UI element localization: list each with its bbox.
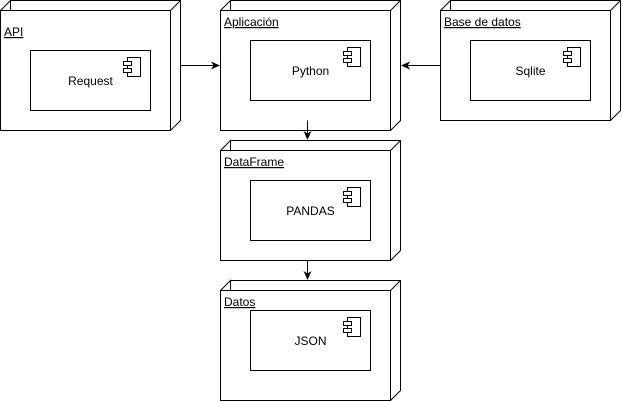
node-datos[interactable]: Datos JSON — [220, 279, 401, 401]
node-dataframe[interactable]: DataFrame PANDAS — [220, 139, 401, 261]
component-json-label: JSON — [294, 334, 326, 348]
node-aplicacion-title: Aplicación — [224, 15, 279, 29]
uml-component-icon — [123, 57, 141, 77]
component-request-label: Request — [68, 74, 113, 88]
node-base-de-datos[interactable]: Base de datos Sqlite — [440, 0, 621, 121]
uml-component-icon — [343, 47, 361, 67]
node-aplicacion[interactable]: Aplicación Python — [220, 0, 401, 131]
component-sqlite[interactable]: Sqlite — [470, 40, 591, 101]
component-python[interactable]: Python — [250, 40, 371, 101]
node-api[interactable]: API Request — [0, 0, 181, 131]
component-sqlite-label: Sqlite — [515, 64, 545, 78]
uml-component-icon — [343, 187, 361, 207]
node-dataframe-title: DataFrame — [224, 155, 284, 169]
node-api-title: API — [4, 25, 23, 39]
node-datos-title: Datos — [224, 295, 255, 309]
component-python-label: Python — [292, 64, 329, 78]
uml-component-icon — [563, 47, 581, 67]
component-request[interactable]: Request — [30, 50, 151, 111]
component-pandas[interactable]: PANDAS — [250, 180, 371, 241]
uml-component-icon — [343, 317, 361, 337]
component-pandas-label: PANDAS — [286, 204, 334, 218]
node-base-de-datos-title: Base de datos — [444, 15, 521, 29]
component-json[interactable]: JSON — [250, 310, 371, 371]
